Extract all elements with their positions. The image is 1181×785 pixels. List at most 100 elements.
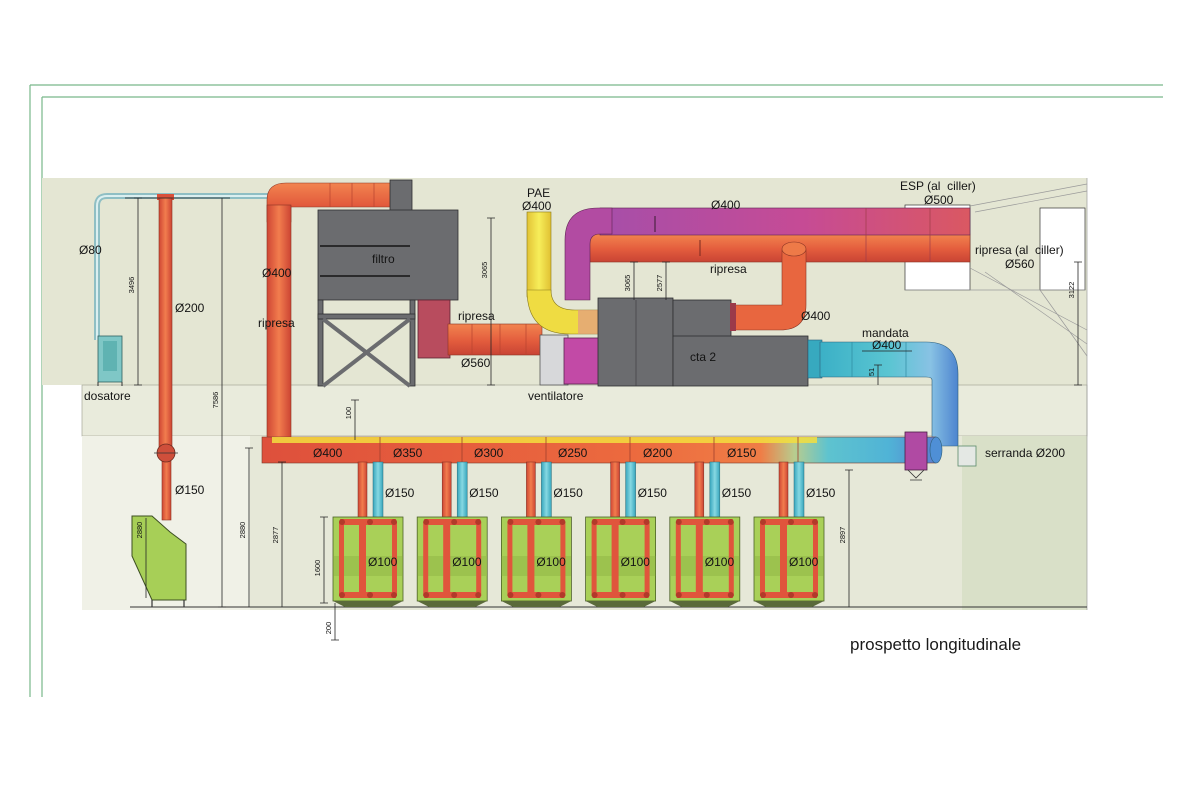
booth-center-pipe [611,525,619,595]
fan-label: ventilatore [528,389,584,403]
ahu-return-size-label: Ø400 [801,309,831,323]
drawing-caption: prospetto longitudinale [850,635,1021,654]
booth-left-pipe [591,522,597,596]
booth-nozzles [675,519,734,598]
booth-base [417,601,488,607]
booth-base [754,601,824,607]
esp-size-label: Ø500 [924,193,954,207]
dim-slab-gap: 100 [344,407,353,420]
supply-label: mandata [862,326,909,340]
booth-inlet-label: Ø100 [536,555,566,569]
return-riser-size-label: Ø400 [262,266,292,280]
left-drop-size-label: Ø150 [175,483,205,497]
booth-inlet-label: Ø100 [452,555,482,569]
dim-doser-height: 3496 [127,277,136,294]
pae-label: PAE [527,186,550,200]
booth-station: Ø150 Ø100 [753,461,836,607]
dim-line-ahu-b [662,261,670,300]
booth-branch-cyan [541,461,552,519]
booth-station: Ø150 Ø100 [585,461,667,607]
booth-inlet-label: Ø100 [621,555,651,569]
booth-band [586,556,656,576]
dim-line-booth-base [331,603,339,641]
booth-nozzles [339,519,397,598]
booth-band [754,556,824,576]
filter-crossbar [317,313,416,320]
ahu-section-top [672,299,732,338]
upper-ducts [564,207,971,331]
ahu-section-left [597,297,674,387]
booth-band [501,556,571,576]
damper-device [957,445,977,467]
filter-chimney [389,179,413,213]
booth-station: Ø150 Ø100 [669,461,752,607]
filter-unit [317,179,459,388]
dim-chiller-height: 3122 [1067,282,1076,299]
doser-line-size-label: Ø80 [79,243,102,257]
pae-size-label: Ø400 [522,199,552,213]
main-duct-size-label: Ø300 [474,446,504,460]
booth-base [501,601,572,607]
booth-branch-cyan [793,461,805,519]
left-riser-cap [157,194,174,200]
filter-return-size-label: Ø560 [461,356,491,370]
booth-inlet-label: Ø100 [368,555,398,569]
left-riser-duct [158,197,173,449]
booth-inlet-label: Ø100 [789,555,819,569]
main-duct-highlight [272,437,817,443]
main-duct-reducers [379,437,799,463]
dim-line-ahu-a [630,261,638,300]
ahu-damper [730,303,736,331]
booth-band [670,556,740,576]
booth-base [669,601,740,607]
filter-label: filtro [372,252,395,266]
ahu-section-main [672,335,809,387]
dim-line-right [845,469,853,607]
booth-branch-cyan [456,461,468,519]
labels: Ø80 Ø200 Ø150 Ø400 ripresa filtro PAE Ø4… [79,179,1065,654]
dim-line-booth [320,516,328,604]
return-chiller-label: ripresa (al ciller) [975,243,1064,257]
booth-nozzles [507,519,566,598]
dim-ahu-a: 3065 [623,275,632,292]
filter-leg [409,299,416,387]
booth-right-pipe [813,522,818,596]
filter-leg [317,299,324,387]
return-riser-duct [266,204,292,451]
booth-branch-label: Ø150 [806,486,836,500]
dim-booth-base: 200 [324,622,333,635]
booth-center-pipe [359,525,366,595]
booth-left-pipe [423,522,429,596]
dim-hopper-height: 2880 [135,522,144,539]
booth-right-pipe [392,522,397,596]
ahu-unit [597,297,809,387]
booth-left-pipe [507,522,513,596]
booth-branch-cyan [372,461,384,519]
filter-return-label: ripresa [458,309,495,323]
main-duct-size-label: Ø150 [727,446,757,460]
supply-duct [807,339,959,447]
perspective-lines [905,183,1088,357]
pae-duct [526,211,601,335]
filter-brace [321,317,412,388]
damper-label: serranda Ø200 [985,446,1065,460]
fan-outlet [563,337,601,385]
dimension-labels: 3496 7586 2880 2880 2877 2897 1600 200 1… [127,262,1076,635]
dim-right-height: 2897 [838,527,847,544]
booth-branch-label: Ø150 [722,486,752,500]
dim-line-left [245,447,253,607]
main-duct-end-cap [929,436,943,464]
booth-band [417,556,487,576]
booth-right-pipe [560,522,566,596]
booth-base [333,601,403,607]
supply-size-label: Ø400 [872,338,902,352]
booth-branch-label: Ø150 [385,486,415,500]
ahu-label: cta 2 [690,350,716,364]
damper-body [904,431,928,471]
booth-right-pipe [728,522,734,596]
booth-band [333,556,403,576]
left-extraction-line [131,194,187,607]
upper-duct-size-label: Ø400 [711,198,741,212]
upper-esp-duct [599,207,971,236]
